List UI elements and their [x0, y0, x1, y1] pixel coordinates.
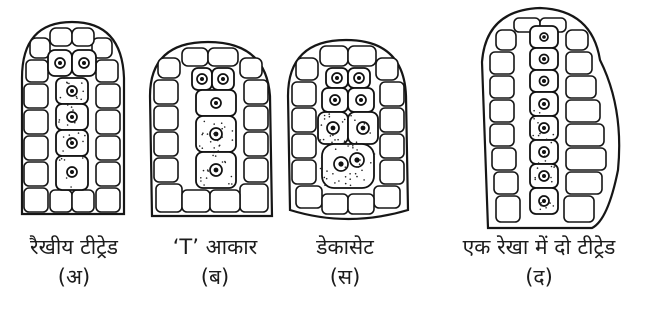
panel-d-letter: (द) — [428, 262, 650, 292]
panel-b-t-shaped-tetrad — [150, 42, 272, 216]
panel-c-letter: (स) — [290, 262, 400, 292]
panel-b-caption: ‘T’ आकार (ब) — [150, 232, 280, 292]
panel-c-label: डेकासेट — [290, 232, 400, 262]
panel-b-megaspores — [192, 68, 236, 188]
panel-a-caption: रैखीय टीट्रेड (अ) — [4, 232, 144, 292]
panel-d-megaspores — [530, 26, 558, 214]
panel-a-megaspores — [48, 50, 96, 190]
panel-a-label: रैखीय टीट्रेड — [4, 232, 144, 262]
panel-c-decussate-tetrad — [288, 40, 408, 219]
panel-a-letter: (अ) — [4, 262, 144, 292]
panel-b-letter: (ब) — [150, 262, 280, 292]
panel-d-label: एक रेखा में दो टीट्रेड — [428, 232, 650, 262]
panel-d-caption: एक रेखा में दो टीट्रेड (द) — [428, 232, 650, 292]
panel-a-linear-tetrad — [22, 22, 124, 214]
panel-b-label: ‘T’ आकार — [150, 232, 280, 262]
panel-c-caption: डेकासेट (स) — [290, 232, 400, 292]
tetrad-drawings — [0, 0, 650, 232]
panel-d-two-linear-tetrads — [482, 8, 619, 228]
